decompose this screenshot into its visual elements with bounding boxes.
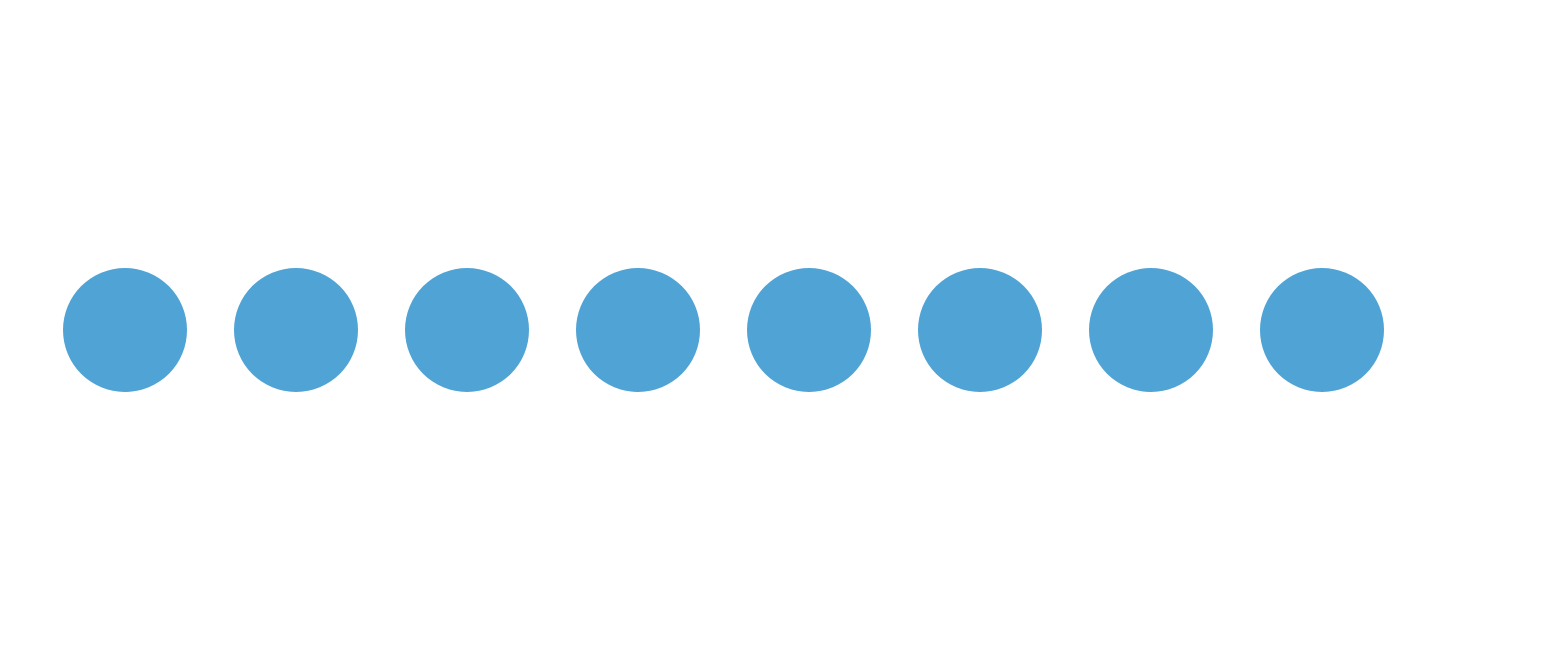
dot (1260, 268, 1384, 392)
dot-row (63, 268, 1384, 392)
dot (747, 268, 871, 392)
dot (405, 268, 529, 392)
dot (576, 268, 700, 392)
dot (1089, 268, 1213, 392)
dot (234, 268, 358, 392)
dot (918, 268, 1042, 392)
dot (63, 268, 187, 392)
